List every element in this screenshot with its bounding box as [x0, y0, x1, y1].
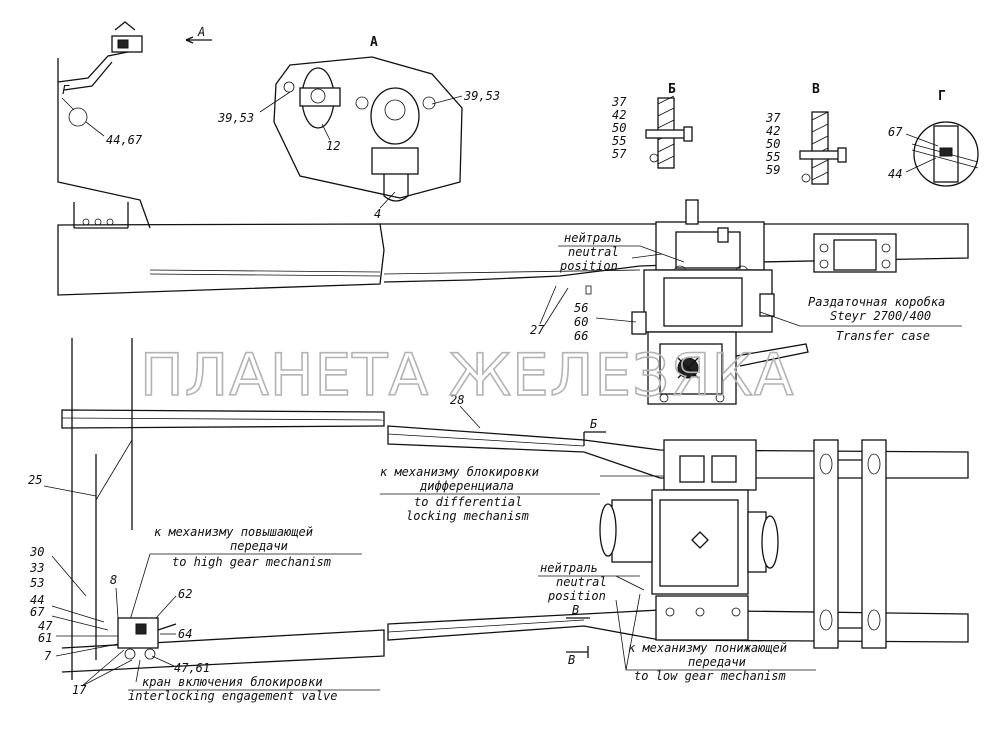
neutral-ru-top: нейтраль: [564, 231, 622, 245]
callout-53: 53: [30, 576, 44, 590]
g-callout-67: 67: [888, 125, 903, 139]
high-ru-2: передачи: [230, 539, 288, 553]
callout-39-53-right: 39,53: [463, 89, 500, 103]
transfer-en: Transfer case: [836, 329, 930, 343]
view-b-title: Б: [668, 82, 676, 97]
view-v-joint: [799, 111, 847, 185]
callout-47-61: 47,61: [174, 661, 210, 675]
upper-frame-rail: [57, 202, 969, 296]
diff-en-1: to differential: [414, 495, 522, 509]
view-arrow-a-label: А: [197, 25, 205, 39]
callout-25: 25: [28, 473, 42, 487]
view-arrow-a: [185, 36, 212, 44]
callout-33: 33: [29, 561, 44, 575]
callout-44: 44: [30, 593, 44, 607]
v-callout-55: 55: [766, 150, 780, 164]
section-v-mid: В: [572, 603, 579, 617]
diff-ru-1: к механизму блокировки: [380, 465, 539, 479]
view-v-title: В: [812, 82, 820, 97]
plan-left-frame: [61, 338, 385, 680]
low-ru-2: передачи: [688, 655, 746, 669]
callout-27: 27: [530, 323, 545, 337]
view-a-plate: [273, 56, 463, 202]
neutral-en-bot-1: neutral: [556, 575, 607, 589]
callout-67: 67: [30, 605, 45, 619]
callout-64: 64: [178, 627, 192, 641]
view-v-callouts: 37 42 50 55 59: [765, 111, 781, 177]
callout-4: 4: [374, 207, 381, 221]
transfer-case-side: [631, 199, 809, 405]
v-callout-59: 59: [766, 163, 780, 177]
callout-66: 66: [574, 329, 588, 343]
callout-30: 30: [29, 545, 44, 559]
callout-56: 56: [574, 301, 588, 315]
callout-28: 28: [450, 393, 464, 407]
transfer-ru-1: Раздаточная коробка: [808, 295, 945, 309]
callout-47: 47: [38, 619, 53, 633]
view-b-callouts: 37 42 50 55 57: [611, 95, 627, 161]
v-callout-50: 50: [766, 137, 780, 151]
section-b-top: Б: [590, 417, 598, 431]
low-en: to low gear mechanism: [634, 669, 786, 683]
callout-17: 17: [72, 683, 87, 697]
g-callout-44: 44: [888, 167, 902, 181]
b-callout-55: 55: [612, 134, 626, 148]
v-callout-42: 42: [766, 124, 780, 138]
b-callout-37: 37: [611, 95, 627, 109]
view-g-title: Г: [938, 89, 946, 104]
callout-62: 62: [178, 587, 192, 601]
callout-61: 61: [38, 631, 52, 645]
watermark: ПЛАНЕТА ЖЕЛЕЗЯКА: [140, 341, 794, 409]
plan-crossmember: [813, 439, 887, 649]
callout-39-53-left: 39,53: [217, 111, 254, 125]
high-ru-1: к механизму повышающей: [154, 525, 313, 539]
high-en: to high gear mechanism: [172, 555, 331, 569]
valve-ru: кран включения блокировки: [142, 675, 323, 689]
b-callout-50: 50: [612, 121, 626, 135]
callout-12: 12: [326, 139, 340, 153]
plan-main-rails: [387, 425, 969, 643]
view-b-joint: [645, 95, 693, 169]
callout-44-67-top: 44,67: [106, 133, 143, 147]
view-a-title: А: [370, 35, 378, 50]
marker-g-label: Г: [62, 83, 70, 97]
valve-en: interlocking engagement valve: [128, 689, 338, 703]
neutral-en-top-2: position: [559, 259, 618, 273]
low-ru-1: к механизму понижающей: [628, 641, 787, 655]
upper-rear-bracket: [813, 233, 897, 273]
plan-transfer-case: [599, 439, 779, 641]
neutral-en-top-1: neutral: [568, 245, 619, 259]
top-left-bracket: [57, 21, 151, 229]
b-callout-57: 57: [612, 147, 627, 161]
neutral-ru-bot: нейтраль: [540, 561, 598, 575]
callout-8: 8: [110, 573, 117, 587]
transfer-ru-2: Steyr 2700/400: [830, 309, 931, 323]
diff-ru-2: дифференциала: [419, 479, 514, 493]
callout-7: 7: [44, 649, 52, 663]
interlock-valve-assembly: [117, 617, 177, 660]
v-callout-37: 37: [765, 111, 781, 125]
neutral-en-bot-2: position: [547, 589, 606, 603]
callout-60: 60: [574, 315, 588, 329]
section-v-low: В: [568, 653, 575, 667]
diff-en-2: locking mechanism: [406, 509, 529, 523]
view-g-detail: [911, 121, 979, 187]
b-callout-42: 42: [612, 108, 626, 122]
